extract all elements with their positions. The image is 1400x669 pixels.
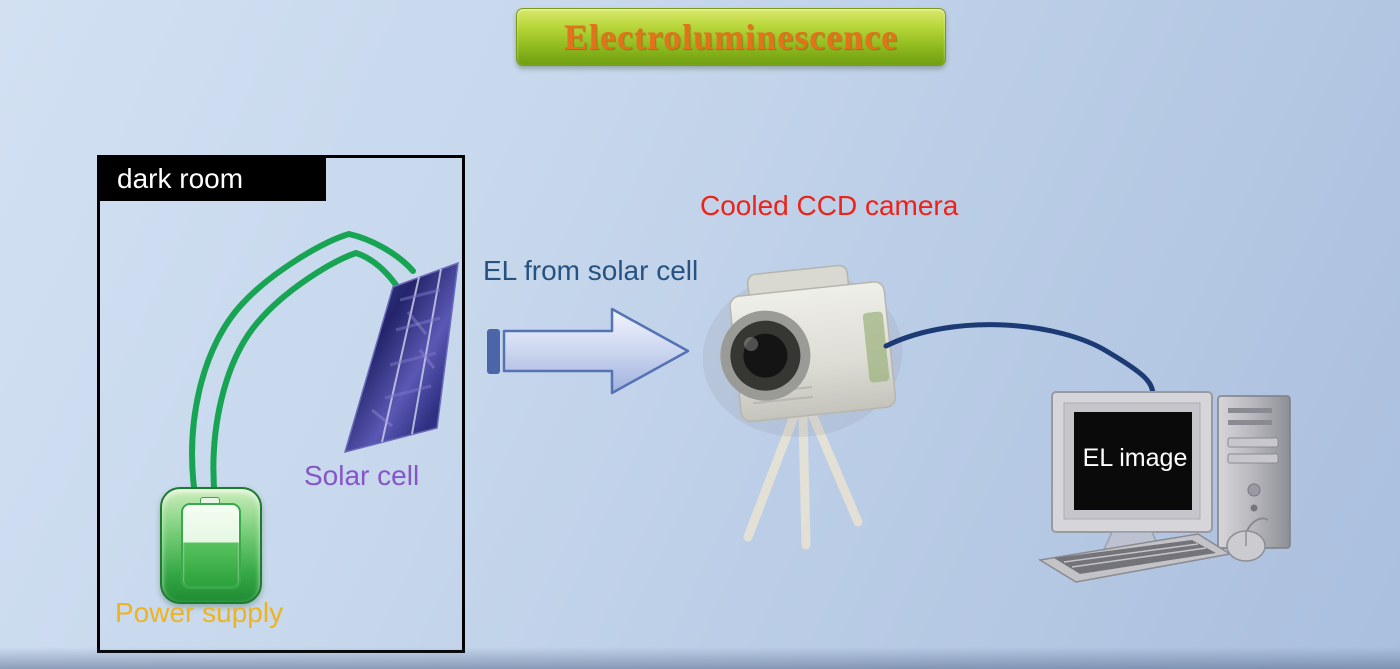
data-cable xyxy=(883,322,1156,397)
battery-icon xyxy=(181,503,241,589)
dark-room-label: dark room xyxy=(117,163,244,194)
dark-room-box xyxy=(97,155,465,653)
computer xyxy=(1037,391,1291,583)
power-supply-icon xyxy=(160,487,262,604)
power-wire-right xyxy=(210,249,399,503)
cooled-ccd-camera-label: Cooled CCD camera xyxy=(700,190,959,221)
computer-tower xyxy=(1217,395,1291,549)
el-image-label: EL image xyxy=(1082,444,1188,472)
monitor xyxy=(1051,391,1213,565)
ccd-camera xyxy=(702,264,903,437)
solar-cell-panel xyxy=(343,261,459,454)
tripod xyxy=(743,409,863,550)
power-supply-label: Power supply xyxy=(115,597,284,628)
arrow-tail-bar xyxy=(487,329,500,374)
diagram-title: Electroluminescence xyxy=(563,17,899,57)
el-block-arrow xyxy=(502,307,690,395)
mouse xyxy=(1226,517,1269,562)
solar-cell-label: Solar cell xyxy=(304,460,420,491)
power-wire-left xyxy=(189,230,416,511)
title-banner: Electroluminescence xyxy=(516,8,946,66)
monitor-screen xyxy=(1074,412,1192,510)
dark-room-labelbar: dark room xyxy=(99,157,326,201)
el-from-solar-cell-label: EL from solar cell xyxy=(483,255,699,286)
